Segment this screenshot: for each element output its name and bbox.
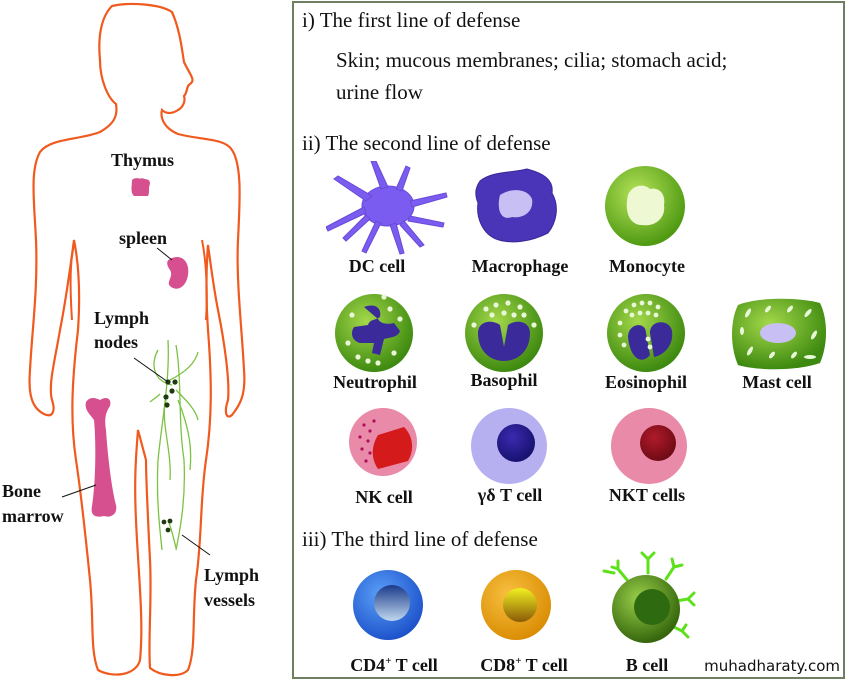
dc-cell-icon <box>326 161 448 255</box>
lymph-vessels-label-line2: vessels <box>204 590 255 610</box>
basophil-icon <box>465 294 543 372</box>
cd8-prefix: CD8 <box>480 655 516 675</box>
body-outline <box>28 2 246 677</box>
thymus-organ <box>131 178 150 196</box>
nk-cell-icon <box>349 408 417 476</box>
arm-gap-left <box>69 244 75 321</box>
watermark: muhadharaty.com <box>702 657 842 675</box>
lymph-vessels <box>149 339 199 551</box>
lymph-vessels-label-line1: Lymph <box>204 565 260 585</box>
third-line-heading: iii) The third line of defense <box>302 527 538 551</box>
cd4-t-cell-icon <box>353 570 423 640</box>
cd8-t-cell-icon <box>481 570 551 640</box>
cd8-suffix: T cell <box>521 655 568 675</box>
human-body-outline <box>28 2 246 677</box>
bone-marrow-bone <box>85 398 117 517</box>
macrophage-icon <box>475 168 557 243</box>
cd8-sup: + <box>515 655 522 667</box>
cell-label-cd4-t-cell: CD4+ T cell <box>350 655 438 676</box>
thymus-label: Thymus <box>111 150 175 170</box>
cell-label-basophil: Basophil <box>470 370 538 390</box>
cell-label-gamma-delta-t-cell: γδ T cell <box>477 485 543 505</box>
spleen-organ <box>167 256 189 289</box>
monocyte-icon <box>605 166 685 246</box>
arm-gap-right <box>201 239 208 321</box>
lymph-nodes-label-line1: Lymph <box>94 308 150 328</box>
cell-label-macrophage: Macrophage <box>471 256 569 276</box>
first-line-text-2: urine flow <box>336 80 423 104</box>
cell-label-nkt-cells: NKT cells <box>608 485 686 505</box>
nkt-cell-icon <box>611 408 687 484</box>
cd4-prefix: CD4 <box>350 655 386 675</box>
first-line-text-1: Skin; mucous membranes; cilia; stomach a… <box>336 48 728 72</box>
cell-label-dc-cell: DC cell <box>348 256 406 276</box>
cell-label-neutrophil: Neutrophil <box>333 372 417 392</box>
cell-label-mast-cell: Mast cell <box>742 372 812 392</box>
cell-label-cd8-t-cell: CD8+ T cell <box>480 655 568 676</box>
defense-lines-panel: i) The first line of defense Skin; mucou… <box>292 1 845 679</box>
gamma-delta-t-cell-icon <box>471 408 547 484</box>
lymph-nodes-label-line2: nodes <box>94 332 139 352</box>
eosinophil-icon <box>607 294 685 372</box>
spleen-label: spleen <box>119 228 168 248</box>
cell-label-monocyte: Monocyte <box>609 256 685 276</box>
second-line-heading: ii) The second line of defense <box>302 131 551 155</box>
cell-label-nk-cell: NK cell <box>355 487 413 507</box>
cd4-suffix: T cell <box>391 655 438 675</box>
neutrophil-icon <box>335 294 413 372</box>
first-line-heading: i) The first line of defense <box>302 8 521 32</box>
b-cell-icon <box>602 551 696 643</box>
cell-label-b-cell: B cell <box>625 655 669 675</box>
bone-marrow-label-line1: Bone <box>2 481 42 501</box>
cell-label-eosinophil: Eosinophil <box>604 372 688 392</box>
cd4-sup: + <box>385 655 392 667</box>
mast-cell-icon <box>732 298 826 370</box>
bone-marrow-label-line2: marrow <box>2 506 64 526</box>
